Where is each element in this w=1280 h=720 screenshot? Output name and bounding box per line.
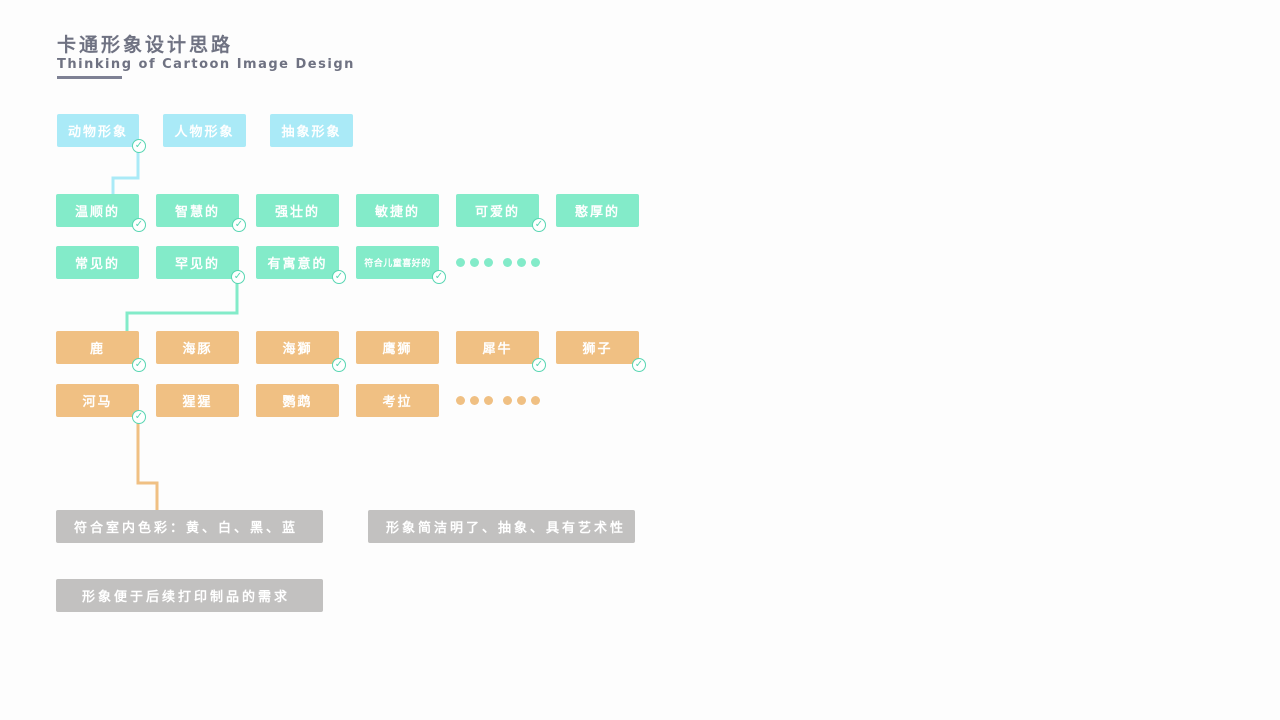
- connector-type-to-trait: [111, 146, 140, 194]
- type-box-abstract: 抽象形象: [270, 114, 353, 147]
- trait-box-rare: 罕见的: [156, 246, 239, 279]
- check-circle-icon: ✓: [332, 358, 346, 372]
- animal-box-lion: 狮子: [556, 331, 639, 364]
- page-subtitle: Thinking of Cartoon Image Design: [57, 57, 355, 72]
- trait-box-gentle: 温顺的: [56, 194, 139, 227]
- ellipsis-dot: [484, 258, 493, 267]
- trait-box-wise: 智慧的: [156, 194, 239, 227]
- check-circle-icon: ✓: [132, 139, 146, 153]
- ellipsis-dot: [484, 396, 493, 405]
- type-box-human: 人物形象: [163, 114, 246, 147]
- connector-animal-to-requirement: [136, 418, 159, 510]
- ellipsis-dot: [531, 258, 540, 267]
- check-circle-icon: ✓: [132, 410, 146, 424]
- trait-box-kid-friendly: 符合儿童喜好的: [356, 246, 439, 279]
- check-circle-icon: ✓: [231, 270, 245, 284]
- check-circle-icon: ✓: [532, 218, 546, 232]
- animal-box-koala: 考拉: [356, 384, 439, 417]
- check-circle-icon: ✓: [232, 218, 246, 232]
- ellipsis-dot: [517, 396, 526, 405]
- trait-box-strong: 强壮的: [256, 194, 339, 227]
- trait-box-cute: 可爱的: [456, 194, 539, 227]
- trait-box-agile: 敏捷的: [356, 194, 439, 227]
- check-circle-icon: ✓: [132, 218, 146, 232]
- ellipsis-dot: [503, 396, 512, 405]
- ellipsis-dot: [531, 396, 540, 405]
- type-box-animal: 动物形象: [57, 114, 139, 147]
- ellipsis-dot: [470, 396, 479, 405]
- check-circle-icon: ✓: [432, 270, 446, 284]
- animal-box-griffin: 鹰狮: [356, 331, 439, 364]
- ellipsis-dot: [470, 258, 479, 267]
- check-circle-icon: ✓: [132, 358, 146, 372]
- requirement-box-print: 形象便于后续打印制品的需求: [56, 579, 323, 612]
- ellipsis-dot: [456, 258, 465, 267]
- ellipsis-dot: [456, 396, 465, 405]
- animal-box-dolphin: 海豚: [156, 331, 239, 364]
- requirement-box-simple: 形象简洁明了、抽象、具有艺术性: [368, 510, 635, 543]
- requirement-box-colors: 符合室内色彩：黄、白、黑、蓝: [56, 510, 323, 543]
- trait-box-common: 常见的: [56, 246, 139, 279]
- trait-box-honest: 憨厚的: [556, 194, 639, 227]
- title-block: 卡通形象设计思路 Thinking of Cartoon Image Desig…: [57, 32, 355, 72]
- title-underline: [57, 76, 122, 79]
- ellipsis-dot: [517, 258, 526, 267]
- animal-box-orangutan: 猩猩: [156, 384, 239, 417]
- animal-box-parrot: 鹦鹉: [256, 384, 339, 417]
- trait-box-meaningful: 有寓意的: [256, 246, 339, 279]
- check-circle-icon: ✓: [632, 358, 646, 372]
- check-circle-icon: ✓: [332, 270, 346, 284]
- connector-trait-to-animal: [125, 278, 239, 331]
- page-title: 卡通形象设计思路: [57, 34, 234, 56]
- animal-box-sea-lion: 海獅: [256, 331, 339, 364]
- animal-box-deer: 鹿: [56, 331, 139, 364]
- animal-box-hippo: 河马: [56, 384, 139, 417]
- check-circle-icon: ✓: [532, 358, 546, 372]
- ellipsis-dot: [503, 258, 512, 267]
- animal-box-rhino: 犀牛: [456, 331, 539, 364]
